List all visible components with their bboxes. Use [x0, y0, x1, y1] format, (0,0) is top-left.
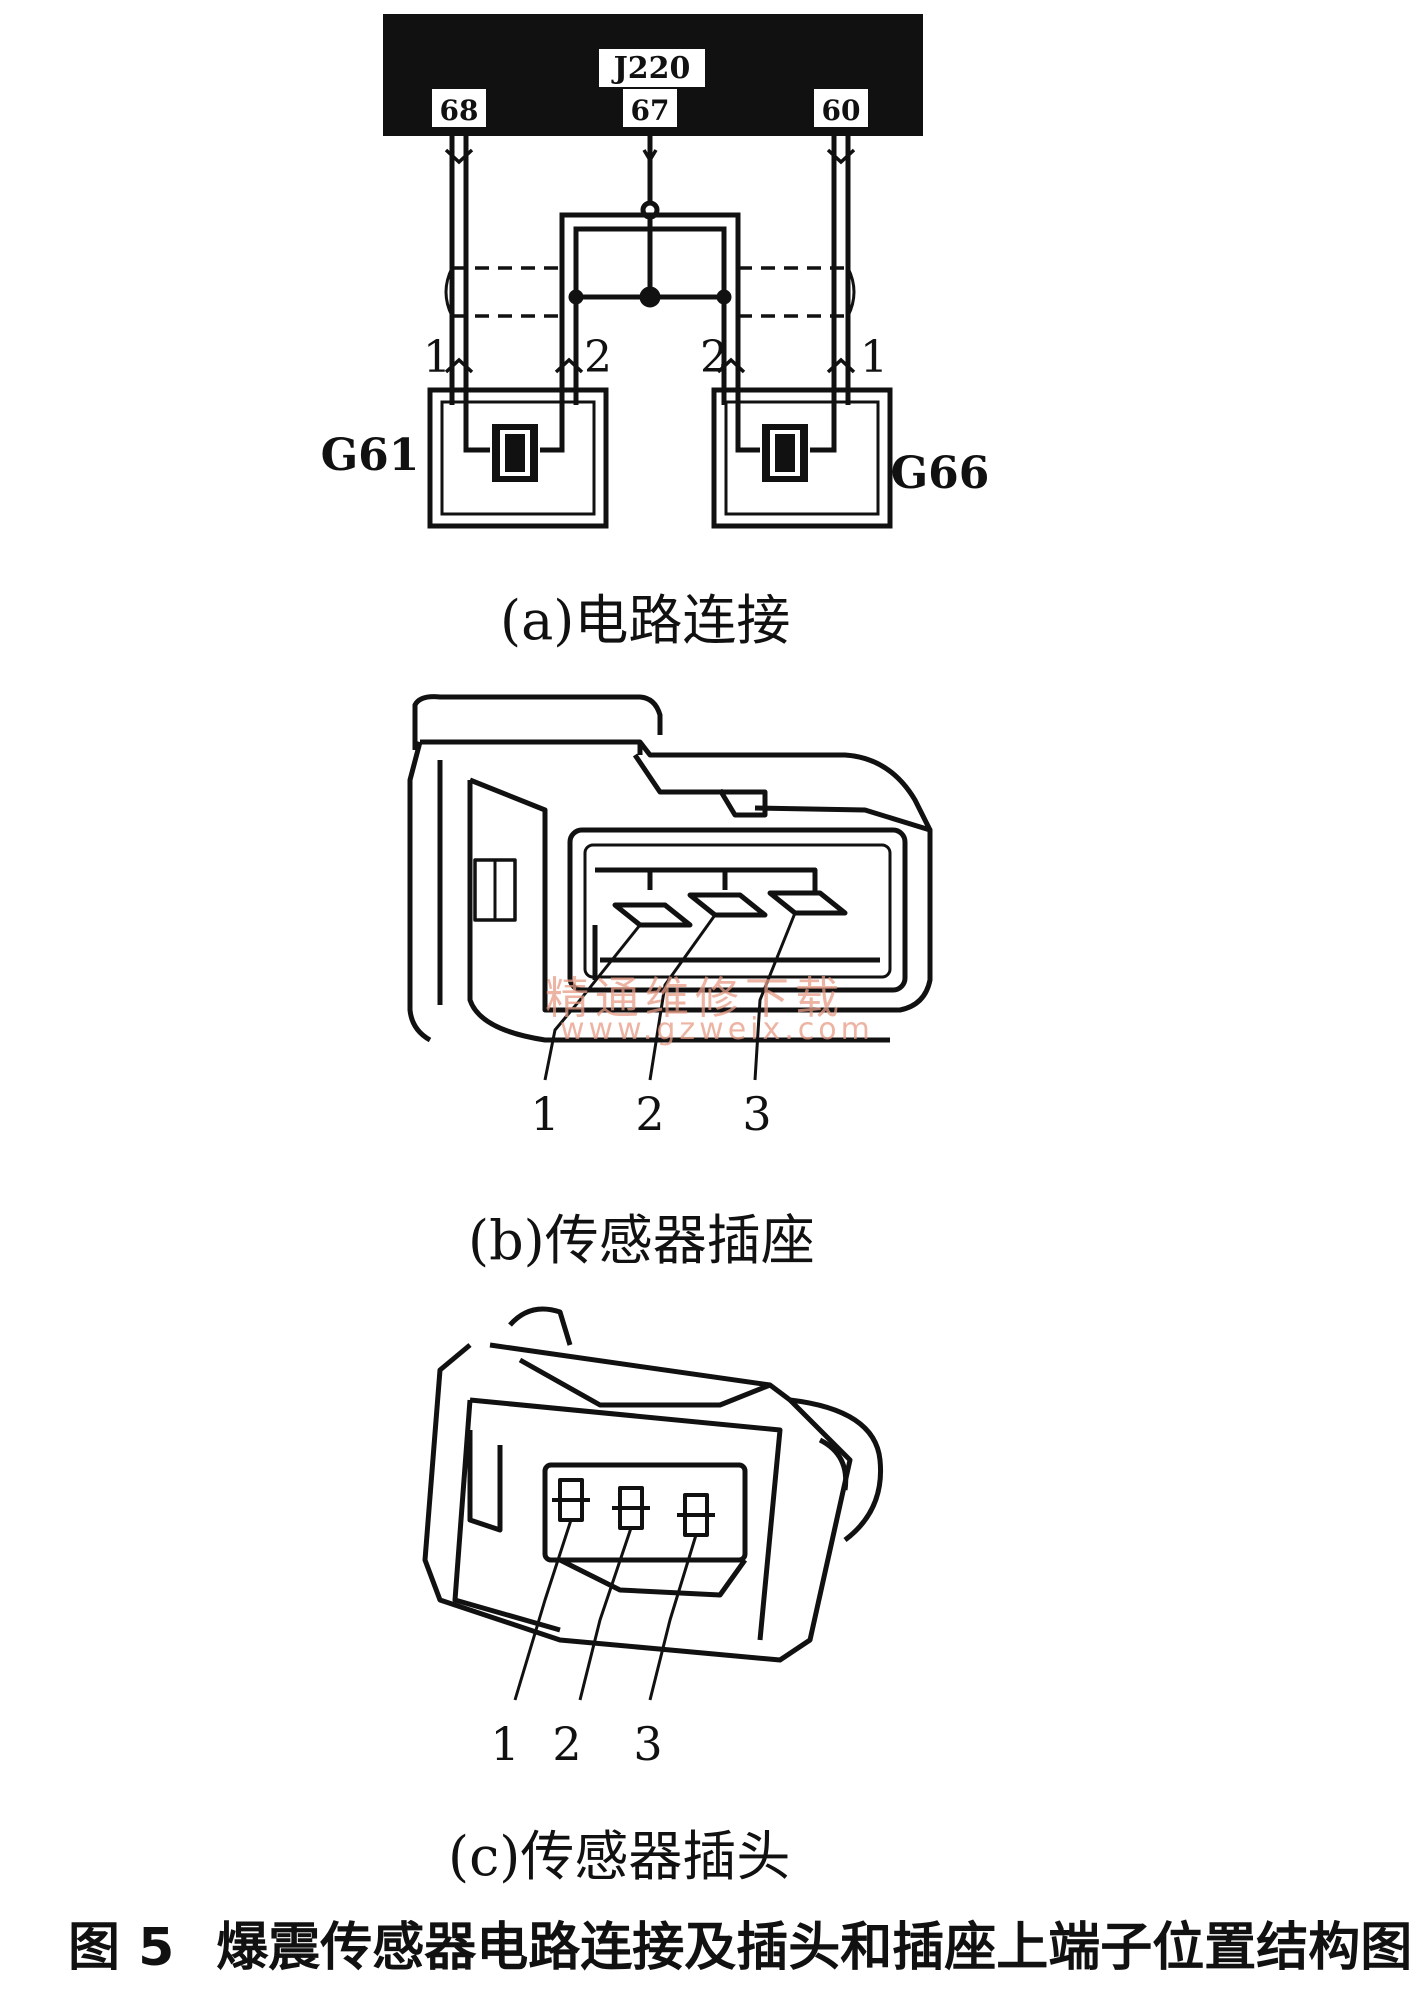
socket-caption: (b)传感器插座 — [468, 1209, 815, 1272]
ecu-label: J220 — [611, 51, 691, 86]
sensor-g66-box — [711, 387, 893, 529]
g66-terminal-2-label: 2 — [700, 332, 728, 383]
figure-title: 爆震传感器电路连接及插头和插座上端子位置结构图 — [216, 1918, 1413, 1978]
plug-terminal-1-label: 1 — [490, 1717, 519, 1771]
sensor-plug-drawing — [422, 1306, 884, 1701]
pin-label-68: 68 — [440, 94, 479, 127]
g66-label: G66 — [891, 448, 990, 499]
g61-terminal-2-label: 2 — [584, 332, 612, 383]
figure-caption: 图 5 爆震传感器电路连接及插头和插座上端子位置结构图 — [0, 1905, 1416, 1980]
ecu-label-box — [599, 49, 705, 87]
circuit-diagram — [383, 14, 923, 529]
socket-terminal-3-label: 3 — [742, 1087, 771, 1141]
sensor-socket-drawing — [407, 694, 933, 1081]
watermark-cn: 精通维修下载 — [545, 973, 845, 1024]
plug-caption: (c)传感器插头 — [448, 1825, 791, 1888]
plug-terminal-3-label: 3 — [633, 1717, 662, 1771]
pin-label-60: 60 — [822, 94, 861, 127]
sensor-g61-box — [427, 387, 609, 529]
socket-terminal-1-label: 1 — [530, 1087, 559, 1141]
pin-box-67 — [623, 89, 677, 127]
figure-number: 图 5 — [68, 1918, 175, 1978]
pin-label-67: 67 — [631, 94, 670, 127]
circuit-caption: (a)电路连接 — [500, 589, 791, 652]
pin-box-68 — [432, 89, 486, 127]
pin-box-60 — [814, 89, 868, 127]
g66-terminal-1-label: 1 — [860, 332, 888, 383]
g61-terminal-1-label: 1 — [423, 332, 451, 383]
g61-label: G61 — [321, 430, 420, 481]
watermark-url: www.gzweix.com — [560, 1012, 874, 1047]
plug-terminal-2-label: 2 — [552, 1717, 581, 1771]
socket-terminal-2-label: 2 — [635, 1087, 664, 1141]
